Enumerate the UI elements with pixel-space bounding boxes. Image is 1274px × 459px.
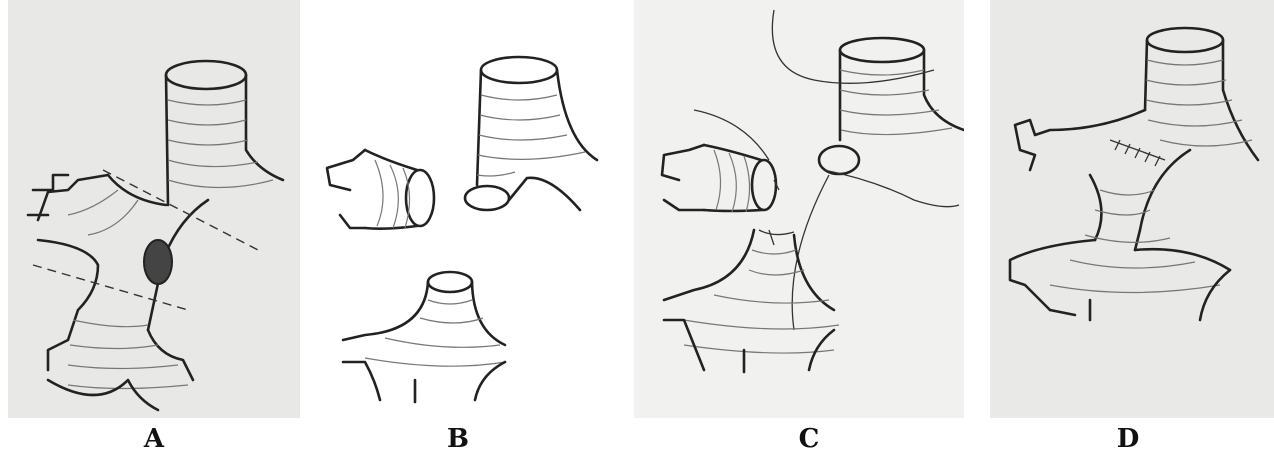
panel-d — [990, 0, 1274, 418]
panel-b-drawing — [305, 0, 610, 418]
panel-label-b: B — [438, 424, 478, 454]
panel-label-a: A — [134, 424, 174, 454]
panel-b — [305, 0, 610, 418]
panel-label-c: C — [789, 424, 829, 454]
panel-label-d: D — [1108, 424, 1148, 454]
panel-a-drawing — [8, 0, 300, 418]
panel-c-drawing — [634, 0, 964, 418]
panel-c — [634, 0, 964, 418]
panel-d-drawing — [990, 0, 1274, 418]
panel-a — [8, 0, 300, 418]
